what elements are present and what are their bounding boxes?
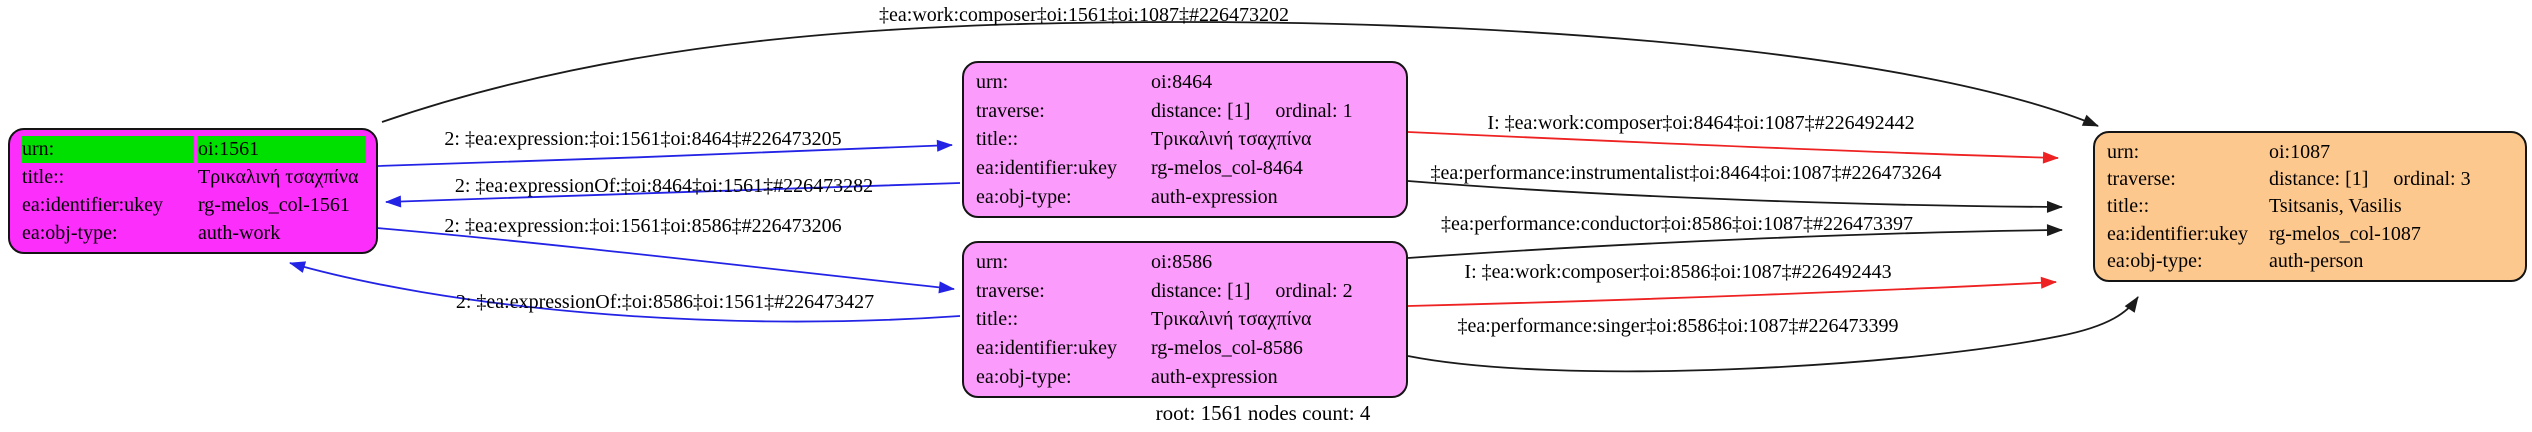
edge-label-composer-8586: I: ‡ea:work:composer‡oi:8586‡oi:1087‡#22… xyxy=(1464,261,1892,283)
edge-composer-8586-1087 xyxy=(1407,276,2057,307)
edge-label-instrumentalist-8464: ‡ea:performance:instrumentalist‡oi:8464‡… xyxy=(1430,162,1942,184)
field-key: traverse: xyxy=(976,99,1045,122)
field-key: ea:obj-type: xyxy=(22,222,118,244)
field-key: urn: xyxy=(976,251,1009,274)
node-row: urn: oi:8464 xyxy=(976,68,1396,97)
field-value: oi:1561 xyxy=(198,135,366,163)
edge-expression-1561-8464 xyxy=(377,139,953,167)
edge-label-expression-8586: 2: ‡ea:expression:‡oi:1561‡oi:8586‡#2264… xyxy=(444,215,842,237)
field-value: auth-work xyxy=(198,222,281,244)
edge-composer-8464-1087 xyxy=(1407,131,2059,164)
field-key: title:: xyxy=(2107,195,2150,218)
node-row: title:: Τρικαλινή τσαχπίνα xyxy=(22,163,366,191)
node-row: ea:obj-type: auth-expression xyxy=(976,362,1396,391)
field-value: Τρικαλινή τσαχπίνα xyxy=(1151,128,1312,151)
field-value: auth-expression xyxy=(1151,185,1278,208)
node-row: traverse: distance: [1] ordinal: 3 xyxy=(2107,165,2515,192)
field-value: distance: [1] ordinal: 1 xyxy=(1151,99,1353,122)
node-row: title:: Tsitsanis, Vasilis xyxy=(2107,193,2515,220)
edge-label-expression-8464: 2: ‡ea:expression:‡oi:1561‡oi:8464‡#2264… xyxy=(444,128,842,150)
node-row: title:: Τρικαλινή τσαχπίνα xyxy=(976,125,1396,154)
field-value: oi:1087 xyxy=(2269,140,2331,163)
node-row: traverse: distance: [1] ordinal: 1 xyxy=(976,97,1396,126)
node-row: ea:identifier:ukey rg-melos_col-8586 xyxy=(976,334,1396,363)
node-expression-8586: urn: oi:8586 traverse: distance: [1] ord… xyxy=(962,241,1408,398)
field-value: auth-expression xyxy=(1151,365,1278,388)
field-key: urn: xyxy=(976,71,1009,94)
edge-label-expressionOf-8464: 2: ‡ea:expressionOf:‡oi:8464‡oi:1561‡#22… xyxy=(454,175,874,197)
node-row: urn: oi:8586 xyxy=(976,248,1396,277)
node-row: ea:obj-type: auth-person xyxy=(2107,248,2515,275)
field-value: distance: [1] ordinal: 2 xyxy=(1151,279,1353,302)
node-row: ea:identifier:ukey rg-melos_col-1087 xyxy=(2107,220,2515,247)
graph-footer-label: root: 1561 nodes count: 4 xyxy=(1155,401,1371,425)
edge-work-composer-1561-1087 xyxy=(381,21,2099,127)
field-key: title:: xyxy=(22,166,65,188)
field-key: traverse: xyxy=(976,279,1045,302)
edge-expression-1561-8586 xyxy=(376,227,955,294)
edge-singer-8586-1087 xyxy=(1407,296,2139,373)
field-value: rg-melos_col-8464 xyxy=(1151,157,1303,180)
node-row: title:: Τρικαλινή τσαχπίνα xyxy=(976,305,1396,334)
node-row: urn: oi:1561 xyxy=(22,135,366,163)
field-key: ea:identifier:ukey xyxy=(976,157,1118,180)
field-value: Τρικαλινή τσαχπίνα xyxy=(198,166,359,188)
field-key: traverse: xyxy=(2107,168,2176,191)
field-value: auth-person xyxy=(2269,250,2364,273)
node-row: ea:obj-type: auth-work xyxy=(22,219,366,247)
edge-conductor-8586-1087 xyxy=(1407,224,2063,259)
field-value: Tsitsanis, Vasilis xyxy=(2269,195,2402,218)
field-value: oi:8586 xyxy=(1151,251,1213,274)
field-key: title:: xyxy=(976,128,1019,151)
field-key: ea:identifier:ukey xyxy=(2107,222,2249,245)
node-row: traverse: distance: [1] ordinal: 2 xyxy=(976,277,1396,306)
edge-label-expressionOf-8586: 2: ‡ea:expressionOf:‡oi:8586‡oi:1561‡#22… xyxy=(455,291,875,313)
edge-expressionOf-8586-1561 xyxy=(289,261,961,323)
field-key: ea:identifier:ukey xyxy=(22,194,164,216)
edge-label-work-composer-1561: ‡ea:work:composer‡oi:1561‡oi:1087‡#22647… xyxy=(879,4,1289,26)
field-key: ea:obj-type: xyxy=(2107,250,2203,273)
edge-expressionOf-8464-1561 xyxy=(385,182,961,208)
edge-instrumentalist-8464-1087 xyxy=(1407,180,2063,213)
field-value: rg-melos_col-1087 xyxy=(2269,222,2421,245)
node-row: ea:identifier:ukey rg-melos_col-1561 xyxy=(22,191,366,219)
field-key: ea:obj-type: xyxy=(976,185,1072,208)
node-row: ea:identifier:ukey rg-melos_col-8464 xyxy=(976,154,1396,183)
edge-label-singer-8586: ‡ea:performance:singer‡oi:8586‡oi:1087‡#… xyxy=(1457,315,1899,337)
node-expression-8464: urn: oi:8464 traverse: distance: [1] ord… xyxy=(962,61,1408,218)
field-value: Τρικαλινή τσαχπίνα xyxy=(1151,308,1312,331)
edge-label-composer-8464: I: ‡ea:work:composer‡oi:8464‡oi:1087‡#22… xyxy=(1487,112,1915,134)
field-key: ea:identifier:ukey xyxy=(976,337,1118,360)
field-value: rg-melos_col-8586 xyxy=(1151,337,1303,360)
field-key: urn: xyxy=(2107,140,2140,163)
field-value: rg-melos_col-1561 xyxy=(198,194,350,216)
field-value: distance: [1] ordinal: 3 xyxy=(2269,168,2471,191)
node-work-1561: urn: oi:1561 title:: Τρικαλινή τσαχπίνα … xyxy=(8,128,378,254)
field-key: title:: xyxy=(976,308,1019,331)
field-value: oi:8464 xyxy=(1151,71,1213,94)
node-row: urn: oi:1087 xyxy=(2107,138,2515,165)
field-key: ea:obj-type: xyxy=(976,365,1072,388)
field-key: urn: xyxy=(22,135,193,163)
node-person-1087: urn: oi:1087 traverse: distance: [1] ord… xyxy=(2093,131,2527,282)
edge-label-conductor-8586: ‡ea:performance:conductor‡oi:8586‡oi:108… xyxy=(1440,213,1914,235)
node-row: ea:obj-type: auth-expression xyxy=(976,182,1396,211)
